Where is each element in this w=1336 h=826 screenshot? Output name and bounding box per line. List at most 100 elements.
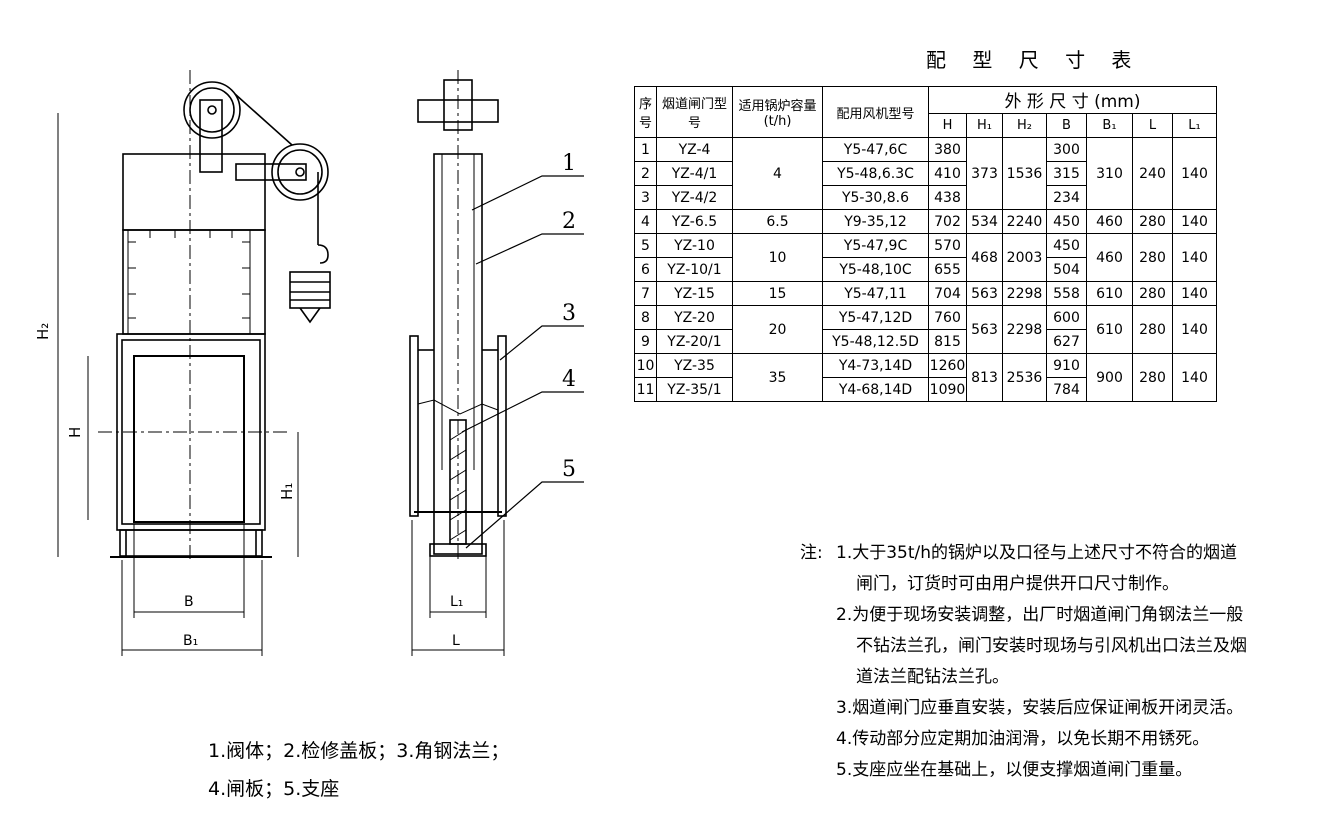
cell-b: 234 (1046, 185, 1087, 210)
cell-boiler: 10 (732, 233, 823, 282)
table-row: 6 YZ-10/1 Y5-48,10C 655 504 (634, 257, 1217, 282)
cell-b: 558 (1046, 281, 1087, 306)
callout-1: 1 (562, 151, 576, 176)
cell-h1: 563 (966, 305, 1003, 354)
cell-seq: 3 (634, 185, 657, 210)
table-row: 7 YZ-15 15 Y5-47,11 704 563 2298 558 610… (634, 281, 1217, 306)
cell-fan: Y5-48,12.5D (822, 329, 929, 354)
cell-b: 450 (1046, 233, 1087, 258)
cell-l: 280 (1132, 209, 1173, 234)
cell-fan: Y5-30,8.6 (822, 185, 929, 210)
header-model: 烟道闸门型号 (656, 86, 733, 138)
cell-model: YZ-20/1 (656, 329, 733, 354)
header-dims-group: 外 形 尺 寸 (mm) (928, 86, 1217, 114)
legend-line-2: 4.闸板；5.支座 (208, 778, 340, 800)
cell-b: 600 (1046, 305, 1087, 330)
cell-h1: 563 (966, 281, 1003, 306)
dim-b1-label: B₁ (183, 633, 198, 649)
cell-l1: 140 (1172, 233, 1217, 282)
table-row: 4 YZ-6.5 6.5 Y9-35,12 702 534 2240 450 4… (634, 209, 1217, 234)
cell-model: YZ-15 (656, 281, 733, 306)
cell-seq: 4 (634, 209, 657, 234)
table-row: 8 YZ-20 20 Y5-47,12D 760 563 2298 600 61… (634, 305, 1217, 354)
notes-block: 注:1.大于35t/h的锅炉以及口径与上述尺寸不符合的烟道 闸门，订货时可由用户… (800, 538, 1247, 786)
cell-b: 450 (1046, 209, 1087, 234)
cell-h: 655 (928, 257, 967, 282)
note-3: 3.烟道闸门应垂直安装，安装后应保证闸板开闭灵活。 (836, 698, 1244, 718)
cell-fan: Y5-47,12D (822, 305, 929, 330)
cell-h2: 1536 (1002, 137, 1047, 210)
cell-h: 702 (928, 209, 967, 234)
cell-b1: 900 (1086, 353, 1133, 402)
notes-lead: 注: (800, 543, 823, 563)
cell-b1: 610 (1086, 305, 1133, 354)
dim-h2-label: H₂ (34, 323, 52, 340)
cell-l1: 140 (1172, 305, 1217, 354)
cell-fan: Y4-68,14D (822, 377, 929, 402)
header-col-b1: B₁ (1086, 112, 1133, 139)
cell-h: 570 (928, 233, 967, 258)
cell-h1: 373 (966, 137, 1003, 210)
callout-5: 5 (562, 457, 576, 482)
dim-h1-label: H₁ (278, 483, 296, 500)
cell-h: 760 (928, 305, 967, 330)
cell-h: 1090 (928, 377, 967, 402)
header-col-h1: H₁ (966, 112, 1003, 139)
cell-b: 627 (1046, 329, 1087, 354)
dim-l-label: L (452, 633, 460, 649)
cell-fan: Y5-47,11 (822, 281, 929, 306)
note-2-line-2: 不钻法兰孔，闸门安装时现场与引风机出口法兰及烟 (856, 636, 1247, 656)
note-5: 5.支座应坐在基础上，以便支撑烟道闸门重量。 (836, 760, 1193, 780)
cell-b1: 460 (1086, 233, 1133, 282)
dimension-table: 序号 烟道闸门型号 适用锅炉容量(t/h) 配用风机型号 外 形 尺 寸 (mm… (634, 86, 1217, 402)
side-view (409, 70, 584, 656)
cell-model: YZ-35/1 (656, 377, 733, 402)
cell-boiler: 20 (732, 305, 823, 354)
cell-l1: 140 (1172, 281, 1217, 306)
header-fan: 配用风机型号 (822, 86, 929, 138)
cell-model: YZ-10 (656, 233, 733, 258)
legend-line-1: 1.阀体；2.检修盖板；3.角钢法兰； (208, 740, 510, 762)
cell-model: YZ-35 (656, 353, 733, 378)
cell-l1: 140 (1172, 353, 1217, 402)
cell-fan: Y5-48,6.3C (822, 161, 929, 186)
cell-fan: Y9-35,12 (822, 209, 929, 234)
cell-b1: 310 (1086, 137, 1133, 210)
cell-l: 280 (1132, 233, 1173, 282)
cell-b: 784 (1046, 377, 1087, 402)
cell-h: 1260 (928, 353, 967, 378)
cell-b: 315 (1046, 161, 1087, 186)
table-row: 5 YZ-10 10 Y5-47,9C 570 468 2003 450 460… (634, 233, 1217, 282)
header-seq: 序号 (634, 86, 657, 138)
cell-model: YZ-4/2 (656, 185, 733, 210)
cell-h2: 2536 (1002, 353, 1047, 402)
cell-l: 280 (1132, 305, 1173, 354)
cell-h1: 813 (966, 353, 1003, 402)
cell-h2: 2298 (1002, 281, 1047, 306)
cell-model: YZ-20 (656, 305, 733, 330)
cell-h2: 2298 (1002, 305, 1047, 354)
header-col-h: H (928, 112, 967, 139)
cell-boiler: 15 (732, 281, 823, 306)
cell-l1: 140 (1172, 137, 1217, 210)
cell-fan: Y4-73,14D (822, 353, 929, 378)
cell-b1: 460 (1086, 209, 1133, 234)
callout-3: 3 (562, 301, 576, 326)
cell-seq: 2 (634, 161, 657, 186)
note-4: 4.传动部分应定期加油润滑，以免长期不用锈死。 (836, 729, 1210, 749)
cell-h: 438 (928, 185, 967, 210)
header-col-l1: L₁ (1172, 112, 1217, 139)
callout-4: 4 (562, 367, 576, 392)
gate-valve-drawing: H₂ H H₁ B B₁ L₁ L 1 2 3 4 5 (34, 70, 584, 656)
cell-h1: 534 (966, 209, 1003, 234)
cell-model: YZ-4/1 (656, 161, 733, 186)
cell-seq: 7 (634, 281, 657, 306)
cell-seq: 5 (634, 233, 657, 258)
cell-fan: Y5-47,9C (822, 233, 929, 258)
cell-l: 280 (1132, 281, 1173, 306)
cell-model: YZ-4 (656, 137, 733, 162)
cell-seq: 6 (634, 257, 657, 282)
cell-model: YZ-6.5 (656, 209, 733, 234)
front-view (57, 70, 331, 656)
header-col-l: L (1132, 112, 1173, 139)
